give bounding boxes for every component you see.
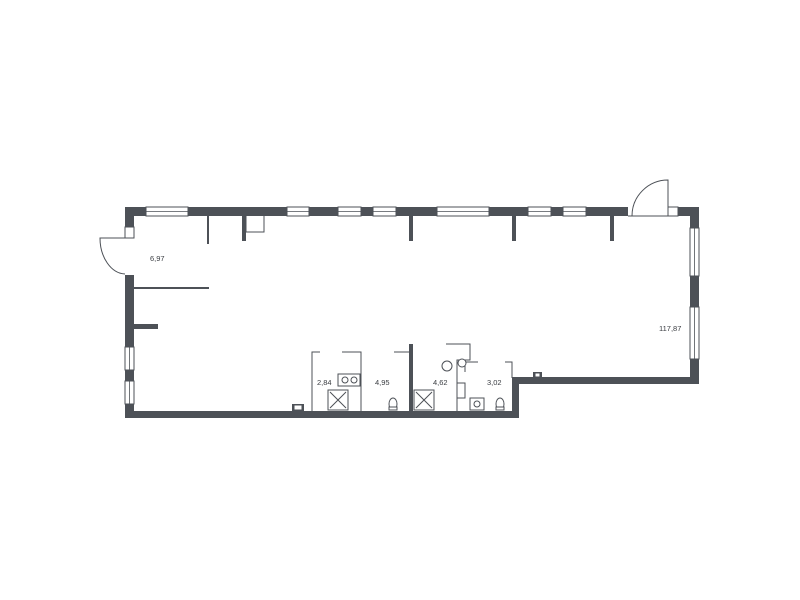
washbasin-2b	[457, 358, 467, 368]
doors	[99, 179, 669, 275]
column-bottom-inner	[293, 404, 303, 411]
entrance-door-left	[99, 237, 126, 275]
entrance-door-right	[628, 179, 669, 217]
wc-wall-1	[311, 351, 320, 411]
wc-wall-7	[464, 361, 478, 372]
wall-right-bottom	[515, 377, 699, 384]
interior-walls	[134, 216, 614, 411]
area-label-bathroom-3: 3,02	[487, 378, 502, 387]
column-5	[610, 216, 614, 241]
wall-right	[690, 207, 699, 384]
wall-left-top	[125, 207, 134, 227]
wall-bottom	[125, 411, 519, 418]
room-labels: 6,97 117,87 2,84 4,95 4,62 3,02	[150, 254, 681, 387]
area-label-shower-room-1: 2,84	[317, 378, 332, 387]
window-top-8	[667, 206, 679, 217]
column-2	[242, 216, 246, 241]
wc-wall-8	[505, 361, 513, 378]
column-4	[512, 216, 516, 241]
wc-wall-6	[457, 382, 466, 399]
partition-left-stub	[134, 324, 158, 329]
windows	[124, 206, 700, 405]
wc-wall-2	[342, 351, 362, 411]
shaft	[245, 216, 265, 233]
partition-entrance	[134, 287, 209, 289]
wall-step	[512, 377, 519, 418]
wc-wall-4	[409, 344, 413, 411]
wc-wall-5	[446, 343, 471, 411]
fixtures	[327, 358, 505, 411]
column-1	[207, 216, 209, 244]
area-label-entrance: 6,97	[150, 254, 165, 263]
area-label-bathroom-1: 4,95	[375, 378, 390, 387]
column-3	[409, 216, 413, 241]
wall-top-right	[668, 207, 699, 216]
window-left-3	[124, 226, 135, 239]
column-right-inner	[534, 372, 541, 378]
area-label-main-hall: 117,87	[659, 324, 681, 333]
area-label-bathroom-2: 4,62	[433, 378, 448, 387]
washbasin-2	[441, 360, 453, 372]
